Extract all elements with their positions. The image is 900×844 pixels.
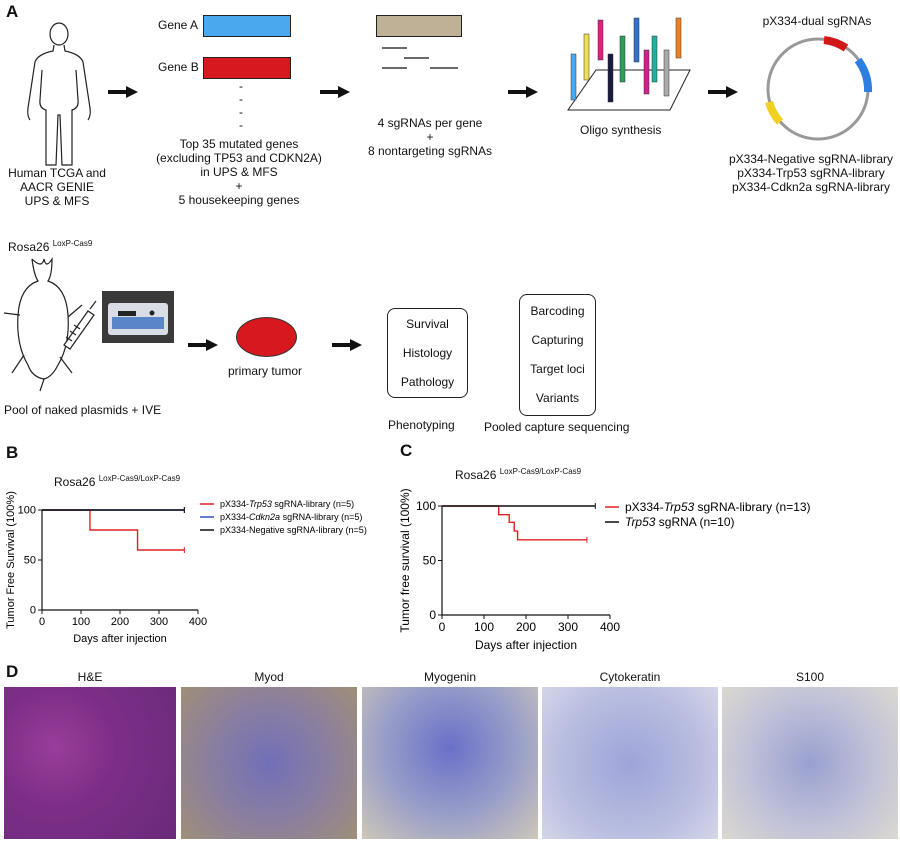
phenotyping-item: Histology [402, 346, 453, 360]
genes-desc-3: in UPS & MFS [200, 165, 278, 179]
histology-cytokeratin-image [542, 687, 718, 839]
legend-label: pX334-Trp53 sgRNA-library (n=5) [220, 499, 354, 509]
panel-c-label: C [400, 441, 413, 460]
plasmid-title: pX334-dual sgRNAs [762, 14, 872, 28]
sgrna-lines-icon [382, 47, 458, 69]
histology-label-he: H&E [77, 670, 103, 684]
y-axis-label: Tumor Free Survival (100%) [5, 491, 17, 629]
histology-myogenin-image [362, 687, 538, 839]
plasmid-icon [765, 36, 873, 141]
injection-label: Pool of naked plasmids + IVE [4, 403, 162, 417]
genes-desc-1: Top 35 mutated genes [179, 137, 299, 151]
y-tick-label: 50 [423, 554, 437, 568]
arrow-icon [108, 86, 138, 98]
x-axis-label: Days after injection [475, 638, 577, 652]
x-tick-label: 100 [474, 620, 494, 634]
legend-label: Trp53 sgRNA (n=10) [625, 515, 735, 529]
source-line-1: Human TCGA and [8, 166, 106, 180]
histology-label-myogenin: Myogenin [423, 670, 477, 684]
sgrna-desc-1: 4 sgRNAs per gene [377, 116, 483, 130]
electroporator-icon [102, 291, 174, 343]
legend-label: pX334-Negative sgRNA-library (n=5) [220, 525, 367, 535]
mouse-strain-label: Rosa26 LoxP-Cas9 [8, 239, 93, 254]
source-line-3: UPS & MFS [24, 194, 90, 208]
oligo-array-icon [567, 17, 691, 111]
genes-desc-4: + [235, 179, 243, 193]
arrow-icon [188, 339, 218, 351]
phenotyping-item: Pathology [400, 375, 455, 389]
gene-b-box [203, 57, 291, 79]
arrow-icon [508, 86, 538, 98]
histology-label-myod: Myod [254, 670, 284, 684]
histology-myod-image [181, 687, 357, 839]
gene-a-label: Gene A [158, 18, 199, 32]
sequencing-item: Barcoding [530, 304, 585, 318]
histology-label-s100: S100 [795, 670, 825, 684]
gene-a-box [203, 15, 291, 37]
x-tick-label: 100 [72, 616, 90, 628]
series-line [442, 505, 587, 541]
legend-label: pX334-Cdkn2a sgRNA-library (n=5) [220, 512, 362, 522]
y-tick-label: 50 [24, 555, 36, 567]
arrow-icon [332, 339, 362, 351]
oligo-label: Oligo synthesis [580, 123, 662, 137]
sequencing-box: Barcoding Capturing Target loci Variants [519, 294, 596, 416]
y-tick-label: 0 [30, 605, 36, 617]
sgrna-desc-2: + [426, 130, 434, 144]
source-line-2: AACR GENIE [19, 180, 94, 194]
phenotyping-label: Phenotyping [388, 418, 455, 432]
sequencing-label: Pooled capture sequencing [484, 420, 630, 434]
x-tick-label: 200 [516, 620, 536, 634]
mouse-icon [3, 256, 97, 392]
x-tick-label: 200 [111, 616, 129, 628]
legend-label: pX334-Trp53 sgRNA-library (n=13) [625, 500, 811, 514]
y-tick-label: 100 [18, 505, 36, 517]
gene-ellipsis: ---- [239, 79, 243, 132]
gene-b-label: Gene B [158, 60, 199, 74]
x-tick-label: 400 [600, 620, 620, 634]
x-tick-label: 0 [39, 616, 45, 628]
genes-desc-2: (excluding TP53 and CDKN2A) [156, 151, 322, 165]
library-negative: pX334-Negative sgRNA-library [728, 152, 894, 166]
histology-he-image [4, 687, 176, 839]
phenotyping-item: Survival [406, 317, 449, 331]
y-axis-label: Tumor free survival (100%) [398, 488, 412, 632]
x-axis-label: Days after injection [73, 633, 167, 645]
series-line [42, 509, 185, 551]
primary-tumor-icon [236, 317, 297, 357]
panel-b-label: B [6, 443, 19, 462]
human-figure-icon [27, 22, 91, 166]
x-tick-label: 0 [439, 620, 446, 634]
y-tick-label: 0 [429, 608, 436, 622]
chart-b-title: Rosa26 LoxP-Cas9/LoxP-Cas9 [54, 474, 181, 489]
sequencing-item: Capturing [531, 333, 584, 347]
genes-desc-5: 5 housekeeping genes [178, 193, 300, 207]
sgrna-desc-3: 8 nontargeting sgRNAs [367, 144, 493, 158]
phenotyping-box: Survival Histology Pathology [387, 308, 468, 398]
sequencing-item: Variants [535, 391, 580, 405]
x-tick-label: 400 [189, 616, 207, 628]
y-tick-label: 100 [416, 499, 436, 513]
tumor-label: primary tumor [228, 364, 303, 378]
sgrna-box [376, 15, 462, 37]
library-cdkn2a: pX334-Cdkn2a sgRNA-library [731, 180, 891, 194]
chart-c-title: Rosa26 LoxP-Cas9/LoxP-Cas9 [455, 467, 582, 482]
x-tick-label: 300 [558, 620, 578, 634]
sequencing-item: Target loci [530, 362, 585, 376]
histology-s100-image [722, 687, 898, 839]
arrow-icon [708, 86, 738, 98]
library-trp53: pX334-Trp53 sgRNA-library [737, 166, 885, 180]
histology-label-cytokeratin: Cytokeratin [599, 670, 661, 684]
arrow-icon [320, 86, 350, 98]
x-tick-label: 300 [150, 616, 168, 628]
panel-d-label: D [6, 662, 19, 681]
panel-a-label: A [6, 2, 19, 21]
